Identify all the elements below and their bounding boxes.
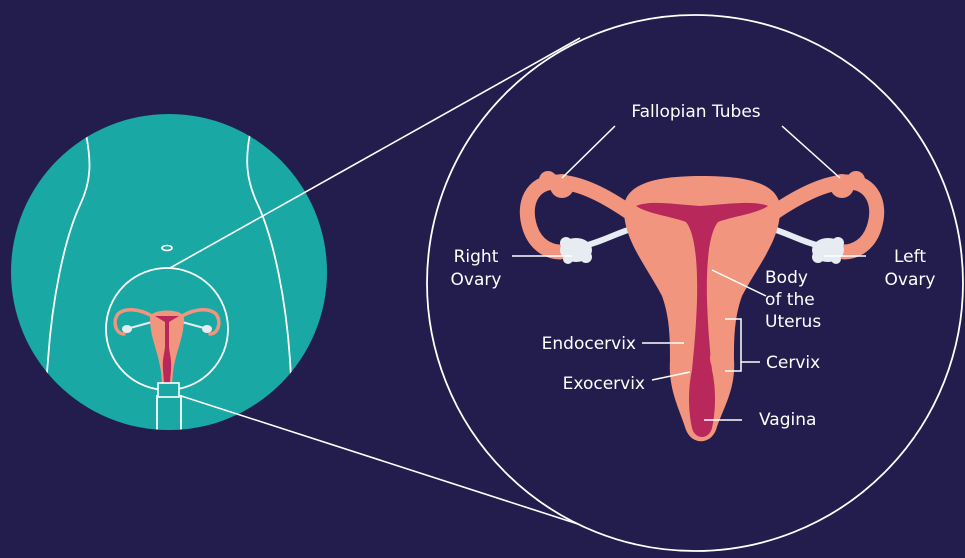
label-right-ovary-line2: Ovary (451, 270, 502, 290)
cervix-region-highlight (158, 383, 179, 397)
label-vagina: Vagina (759, 410, 816, 430)
label-cervix: Cervix (766, 353, 820, 373)
label-endocervix: Endocervix (542, 334, 636, 354)
label-exocervix: Exocervix (563, 374, 645, 394)
label-left-ovary-line1: Left (894, 247, 926, 267)
label-fallopian-tubes: Fallopian Tubes (631, 102, 760, 122)
label-right-ovary-line1: Right (454, 247, 499, 267)
label-body-line2: of the (765, 290, 815, 310)
label-left-ovary-line2: Ovary (885, 270, 936, 290)
label-body-line3: Uterus (765, 312, 821, 332)
label-body-line1: Body (765, 268, 808, 288)
magnified-anatomy: Fallopian Tubes Right Ovary Left Ovary B… (427, 15, 963, 551)
